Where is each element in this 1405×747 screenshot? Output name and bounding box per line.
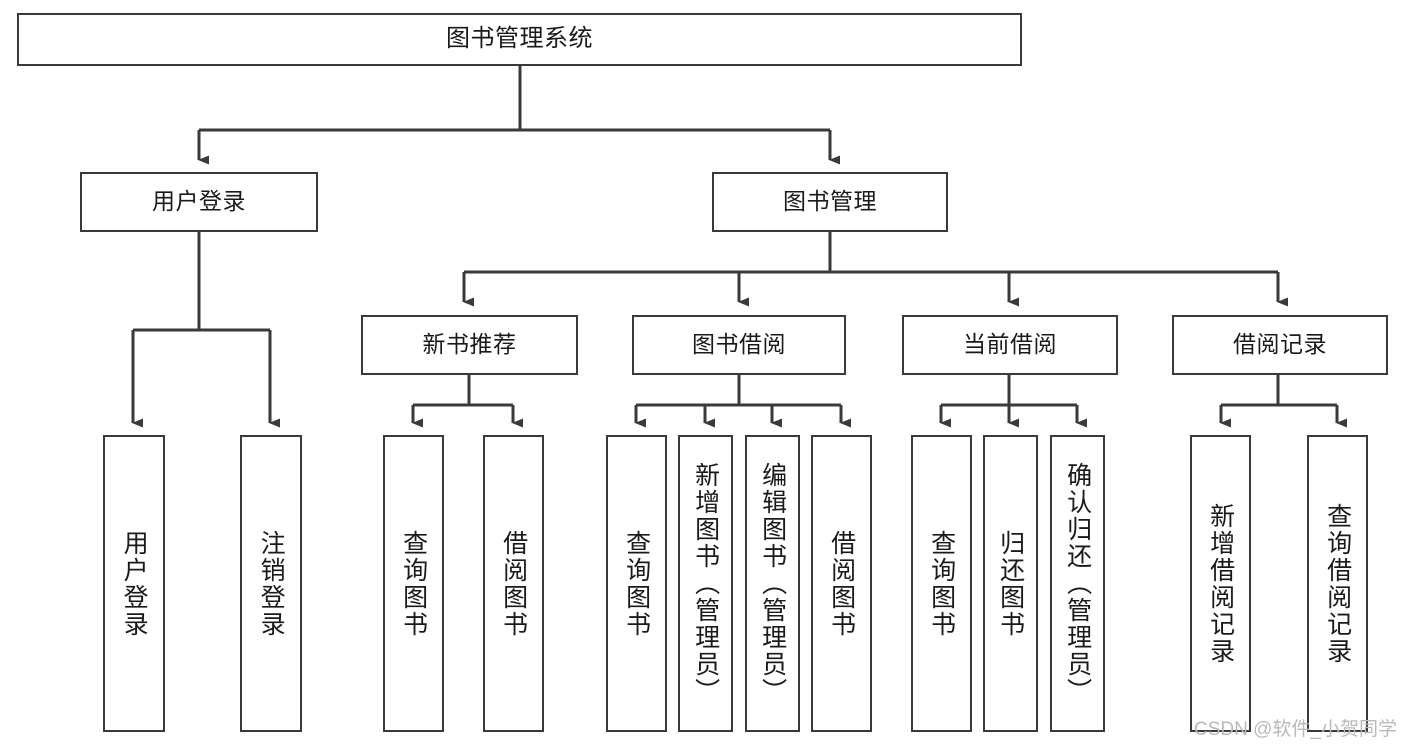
leaf-query-borrow-record[interactable]: 查询借阅记录 xyxy=(1307,435,1368,732)
node-label: 查询借阅记录 xyxy=(1323,502,1352,665)
csdn-watermark: CSDN @软件_小贺同学 xyxy=(1194,719,1397,740)
node-label: 查询图书 xyxy=(622,529,651,638)
leaf-logout[interactable]: 注销登录 xyxy=(240,435,302,732)
node-label: 新书推荐 xyxy=(422,331,517,358)
leaf-add-book-admin[interactable]: 新增图书（管理员） xyxy=(678,435,733,732)
node-label: 图书借阅 xyxy=(692,331,786,358)
leaf-query-book-borrow[interactable]: 查询图书 xyxy=(606,435,667,732)
leaf-user-login[interactable]: 用户登录 xyxy=(103,435,165,732)
leaf-return-book[interactable]: 归还图书 xyxy=(983,435,1038,732)
node-label: 确认归还（管理员） xyxy=(1063,462,1092,705)
node-root-book-management-system[interactable]: 图书管理系统 xyxy=(17,13,1022,66)
node-book-management[interactable]: 图书管理 xyxy=(712,172,948,232)
node-new-book-recommend[interactable]: 新书推荐 xyxy=(361,315,578,375)
node-label: 图书管理 xyxy=(783,188,877,215)
node-label: 借阅记录 xyxy=(1233,331,1327,358)
node-label: 新增借阅记录 xyxy=(1206,502,1235,665)
node-label: 归还图书 xyxy=(996,529,1025,638)
node-label: 借阅图书 xyxy=(827,529,856,638)
node-borrow-record[interactable]: 借阅记录 xyxy=(1172,315,1388,375)
leaf-borrow-book-recommend[interactable]: 借阅图书 xyxy=(483,435,544,732)
node-label: 查询图书 xyxy=(399,529,428,638)
node-label: 用户登录 xyxy=(120,529,149,638)
node-user-login[interactable]: 用户登录 xyxy=(80,172,318,232)
node-label: 借阅图书 xyxy=(499,529,528,638)
leaf-edit-book-admin[interactable]: 编辑图书（管理员） xyxy=(745,435,800,732)
node-label: 查询图书 xyxy=(927,529,956,638)
leaf-query-book-recommend[interactable]: 查询图书 xyxy=(383,435,444,732)
node-label: 用户登录 xyxy=(152,188,246,215)
leaf-query-book-current[interactable]: 查询图书 xyxy=(911,435,972,732)
leaf-add-borrow-record[interactable]: 新增借阅记录 xyxy=(1190,435,1251,732)
node-label: 编辑图书（管理员） xyxy=(758,462,787,705)
leaf-borrow-book[interactable]: 借阅图书 xyxy=(811,435,872,732)
node-label: 新增图书（管理员） xyxy=(691,462,720,705)
node-current-borrow[interactable]: 当前借阅 xyxy=(902,315,1118,375)
node-label: 当前借阅 xyxy=(963,331,1057,358)
leaf-confirm-return-admin[interactable]: 确认归还（管理员） xyxy=(1050,435,1105,732)
node-book-borrow[interactable]: 图书借阅 xyxy=(632,315,846,375)
node-label: 注销登录 xyxy=(257,529,286,638)
node-label: 图书管理系统 xyxy=(446,25,593,53)
